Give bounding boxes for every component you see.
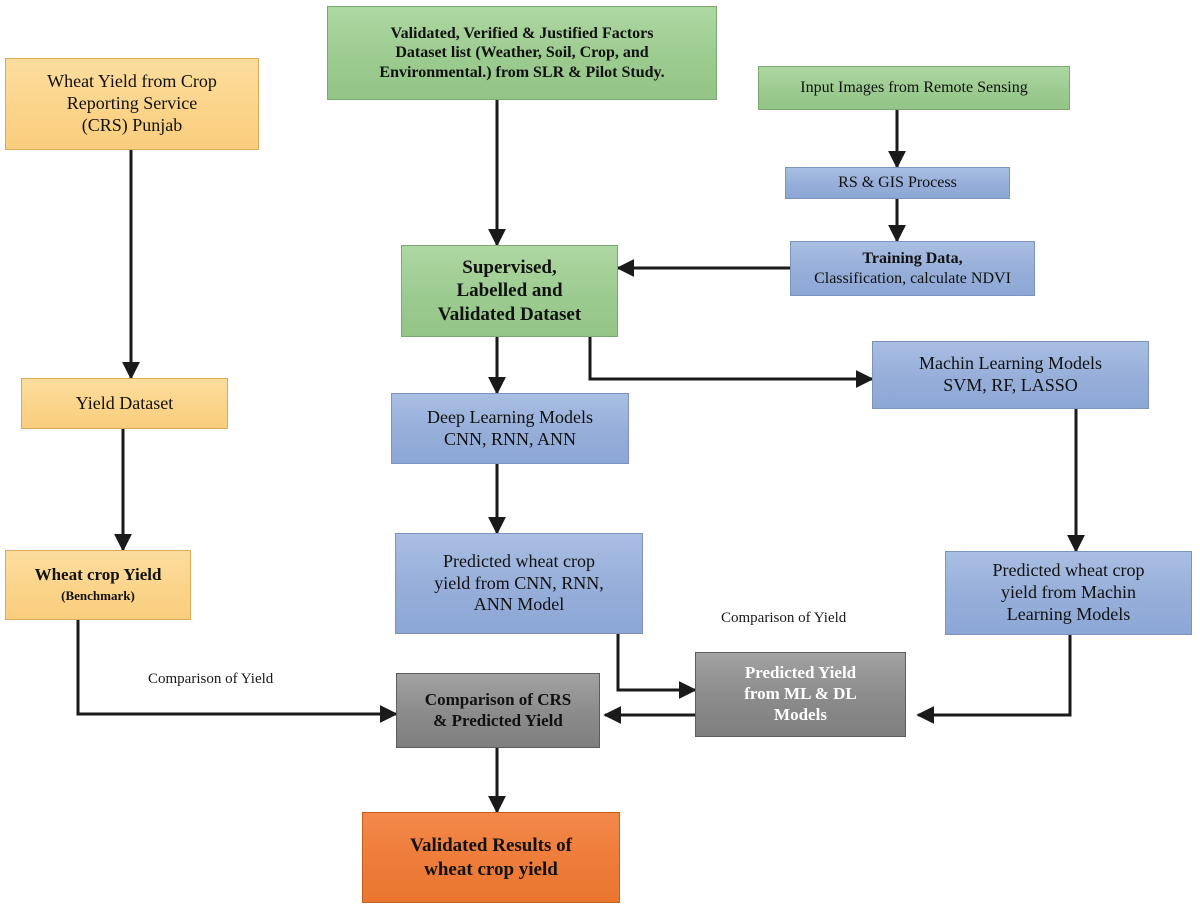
predicted-yield-ml-dl-line2: from ML & DL	[744, 684, 857, 704]
comparison-crs-line1: Comparison of CRS	[424, 689, 572, 709]
predicted-yield-ml-dl-line3: Models	[774, 704, 827, 724]
factors-dataset-line3: Environmental.) from SLR & Pilot Study.	[379, 63, 665, 81]
comparison-crs-text: Comparison of CRS & Predicted Yield	[401, 690, 595, 731]
predicted-ml-line1: Predicted wheat crop	[992, 560, 1145, 581]
supervised-dataset-line1: Supervised,	[462, 257, 557, 279]
comparison-crs-line2: & Predicted Yield	[433, 710, 563, 730]
node-predicted-dl[interactable]: Predicted wheat crop yield from CNN, RNN…	[395, 533, 643, 634]
edge-benchmark-to-comparison	[76, 620, 398, 723]
edge-label-left-comparison: Comparison of Yield	[148, 671, 274, 687]
node-factors-dataset[interactable]: Validated, Verified & Justified Factors …	[327, 6, 717, 100]
edge-predicted-ml-to-combined	[916, 635, 1072, 724]
crs-source-line3: (CRS) Punjab	[81, 114, 183, 135]
node-ml-models[interactable]: Machin Learning Models SVM, RF, LASSO	[872, 341, 1149, 409]
node-rs-gis-process[interactable]: RS & GIS Process	[785, 167, 1010, 199]
wheat-crop-yield-line2: (Benchmark)	[61, 587, 135, 603]
node-deep-learning-models[interactable]: Deep Learning Models CNN, RNN, ANN	[391, 393, 629, 464]
validated-results-text: Validated Results of wheat crop yield	[367, 834, 615, 880]
edge-label-right-comparison: Comparison of Yield	[721, 610, 847, 626]
ml-models-text: Machin Learning Models SVM, RF, LASSO	[877, 353, 1144, 397]
supervised-dataset-line3: Validated Dataset	[437, 303, 582, 325]
factors-dataset-line2: Dataset list (Weather, Soil, Crop, and	[395, 44, 649, 62]
predicted-dl-line2: yield from CNN, RNN,	[434, 572, 604, 593]
deep-learning-models-line1: Deep Learning Models	[427, 406, 593, 427]
node-wheat-crop-yield-benchmark[interactable]: Wheat crop Yield (Benchmark)	[5, 550, 191, 620]
node-comparison-crs[interactable]: Comparison of CRS & Predicted Yield	[396, 673, 600, 748]
supervised-dataset-line2: Labelled and	[456, 280, 563, 302]
edge-supervised-to-ml-models	[588, 337, 874, 388]
crs-source-line1: Wheat Yield from Crop	[47, 71, 217, 92]
input-images-label: Input Images from Remote Sensing	[800, 79, 1028, 97]
wheat-crop-yield-text: Wheat crop Yield (Benchmark)	[10, 565, 186, 605]
predicted-yield-ml-dl-line1: Predicted Yield	[744, 663, 857, 683]
wheat-crop-yield-line1: Wheat crop Yield	[34, 564, 162, 584]
rs-gis-label: RS & GIS Process	[838, 174, 957, 192]
node-training-data[interactable]: Training Data, Classification, calculate…	[790, 241, 1035, 296]
supervised-dataset-text: Supervised, Labelled and Validated Datas…	[406, 256, 613, 326]
ml-models-line1: Machin Learning Models	[919, 353, 1102, 374]
predicted-yield-ml-dl-text: Predicted Yield from ML & DL Models	[700, 663, 901, 725]
validated-results-line2: wheat crop yield	[424, 858, 558, 880]
predicted-dl-line1: Predicted wheat crop	[443, 550, 595, 571]
predicted-ml-line3: Learning Models	[1006, 603, 1131, 624]
factors-dataset-line1: Validated, Verified & Justified Factors	[390, 24, 654, 42]
training-data-text: Training Data, Classification, calculate…	[795, 249, 1030, 288]
node-crs-source-text: Wheat Yield from Crop Reporting Service …	[10, 71, 254, 137]
factors-dataset-text: Validated, Verified & Justified Factors …	[332, 24, 712, 83]
node-input-images[interactable]: Input Images from Remote Sensing	[758, 66, 1070, 110]
training-data-line1: Training Data,	[862, 249, 963, 267]
predicted-dl-text: Predicted wheat crop yield from CNN, RNN…	[400, 551, 638, 617]
ml-models-line2: SVM, RF, LASSO	[943, 375, 1078, 395]
node-validated-results[interactable]: Validated Results of wheat crop yield	[362, 812, 620, 903]
node-predicted-yield-ml-dl[interactable]: Predicted Yield from ML & DL Models	[695, 652, 906, 737]
node-supervised-dataset[interactable]: Supervised, Labelled and Validated Datas…	[401, 245, 618, 337]
node-crs-source[interactable]: Wheat Yield from Crop Reporting Service …	[5, 58, 259, 150]
node-yield-dataset[interactable]: Yield Dataset	[21, 378, 228, 429]
validated-results-line1: Validated Results of	[410, 835, 572, 857]
crs-source-line2: Reporting Service	[66, 93, 198, 114]
node-predicted-ml[interactable]: Predicted wheat crop yield from Machin L…	[945, 551, 1192, 635]
yield-dataset-label: Yield Dataset	[75, 392, 174, 413]
predicted-ml-line2: yield from Machin	[1001, 582, 1136, 603]
deep-learning-models-text: Deep Learning Models CNN, RNN, ANN	[396, 407, 624, 451]
training-data-line2: Classification, calculate NDVI	[814, 269, 1011, 287]
deep-learning-models-line2: CNN, RNN, ANN	[443, 428, 576, 449]
predicted-ml-text: Predicted wheat crop yield from Machin L…	[950, 560, 1187, 626]
predicted-dl-line3: ANN Model	[473, 594, 565, 615]
edge-predicted-dl-to-combined	[616, 634, 697, 699]
